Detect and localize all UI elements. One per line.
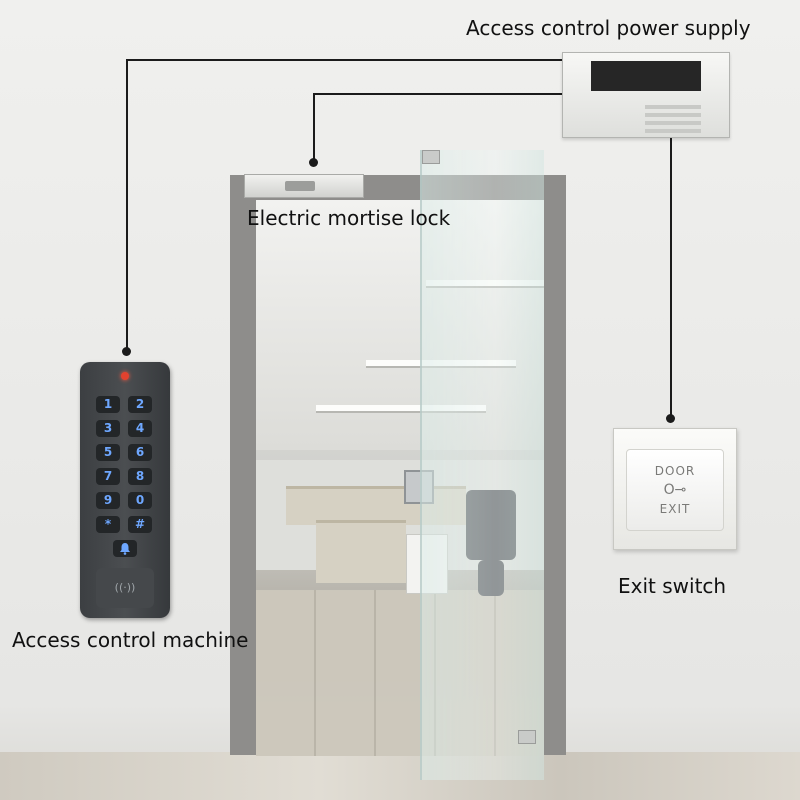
wire-exit-terminal	[666, 414, 675, 423]
key-icon: O⊸	[663, 482, 687, 498]
key-7: 7	[96, 468, 120, 485]
office-desk	[316, 520, 406, 583]
exit-button: DOOR O⊸ EXIT	[626, 449, 724, 531]
key-5: 5	[96, 444, 120, 461]
wire-keypad-terminal	[122, 347, 131, 356]
wire-keypad-vertical	[126, 59, 128, 353]
key-6: 6	[128, 444, 152, 461]
key-4: 4	[128, 420, 152, 437]
wire-keypad-horizontal	[126, 59, 564, 61]
key-3: 3	[96, 420, 120, 437]
contactless-icon: ((·))	[96, 568, 154, 608]
bell-icon	[113, 540, 137, 557]
key-star: *	[96, 516, 120, 533]
access-machine-caption: Access control machine	[12, 628, 249, 652]
wire-lock-vertical	[313, 93, 315, 163]
power-supply-label-plate	[591, 61, 701, 91]
power-supply-box	[562, 52, 730, 138]
power-supply-vent	[645, 105, 701, 109]
electric-mortise-lock	[244, 174, 364, 198]
status-led	[121, 372, 129, 380]
wire-exit-vertical	[670, 136, 672, 418]
power-supply-vent	[645, 121, 701, 125]
door-hinge	[518, 730, 536, 744]
exit-button-door-text: DOOR	[654, 464, 696, 478]
exit-switch-caption: Exit switch	[618, 574, 727, 598]
key-8: 8	[128, 468, 152, 485]
key-hash: #	[128, 516, 152, 533]
key-9: 9	[96, 492, 120, 509]
power-supply-caption: Access control power supply	[466, 16, 751, 40]
mortise-lock-caption: Electric mortise lock	[247, 206, 451, 230]
power-supply-vent	[645, 129, 701, 133]
key-1: 1	[96, 396, 120, 413]
key-0: 0	[128, 492, 152, 509]
ceiling-light	[316, 405, 486, 413]
exit-switch-plate: DOOR O⊸ EXIT	[613, 428, 737, 550]
floor	[0, 752, 800, 800]
lock-bolt	[285, 181, 315, 191]
key-2: 2	[128, 396, 152, 413]
wire-lock-terminal	[309, 158, 318, 167]
door-hinge	[422, 150, 440, 164]
power-supply-vent	[645, 113, 701, 117]
exit-button-exit-text: EXIT	[659, 502, 691, 516]
access-control-keypad: 1 2 3 4 5 6 7 8 9 0 * # ((·))	[80, 362, 170, 618]
glass-door-panel	[420, 150, 544, 780]
wire-lock-horizontal	[313, 93, 564, 95]
